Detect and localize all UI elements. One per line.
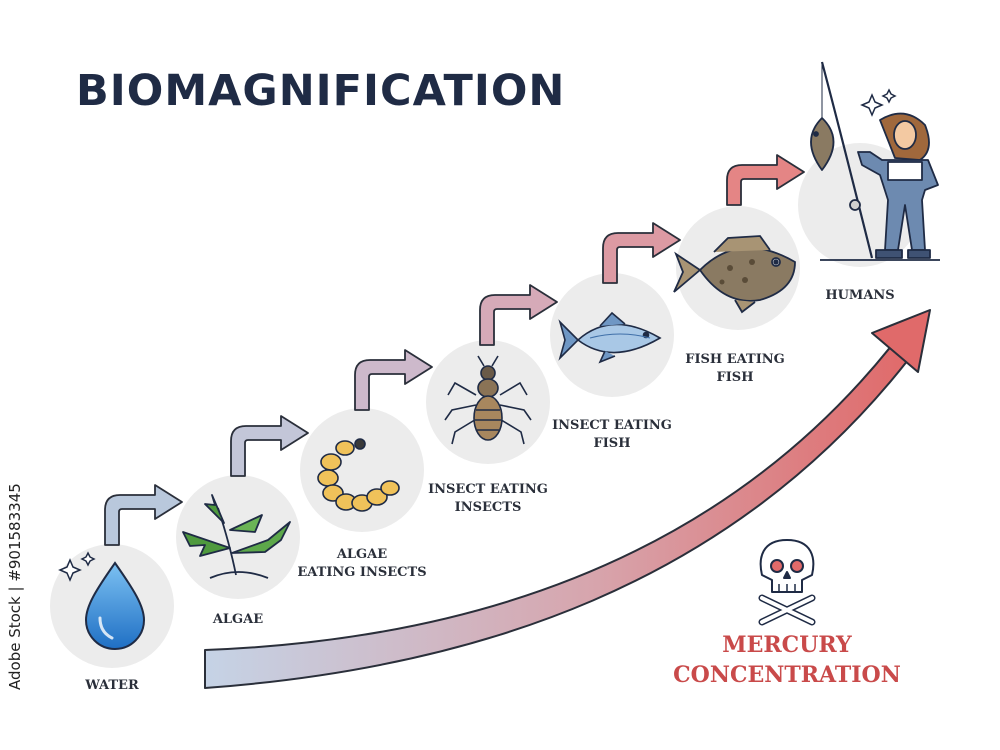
- stage-label-line: ALGAE: [212, 612, 264, 627]
- human-fisher-icon: [810, 61, 940, 261]
- stage-label-line: FISH: [593, 436, 631, 451]
- larva-icon: [317, 438, 400, 512]
- step-arrow-6: [726, 154, 805, 206]
- stage-label-algae-eating-insects: ALGAE EATING INSECTS: [297, 546, 427, 582]
- step-arrow-2: [230, 415, 309, 477]
- big-fish-icon: [673, 235, 796, 314]
- small-fish-icon: [558, 311, 662, 364]
- water-drop-icon: [84, 561, 146, 650]
- step-arrow-4: [479, 284, 558, 346]
- insect-icon: [444, 355, 532, 445]
- stage-label-line: FISH EATING: [685, 352, 785, 367]
- mercury-concentration-label: MERCURY CONCENTRATION: [672, 630, 902, 690]
- stage-label-line: INSECT EATING: [552, 418, 672, 433]
- stage-label-algae: ALGAE: [188, 611, 288, 629]
- mercury-label-line: MERCURY: [722, 632, 852, 658]
- stage-label-line: INSECTS: [454, 500, 522, 515]
- page-title: BIOMAGNIFICATION: [76, 66, 566, 116]
- concentration-arrow: [204, 309, 931, 689]
- circle-algae-eating-insects: [300, 408, 424, 532]
- mercury-label-line: CONCENTRATION: [673, 662, 901, 688]
- stage-label-fish-eating-fish: FISH EATING FISH: [670, 351, 800, 387]
- stage-label-line: EATING INSECTS: [297, 565, 427, 580]
- stage-label-humans: HUMANS: [810, 287, 910, 305]
- sparkle-icon: [58, 551, 96, 582]
- algae-icon: [182, 494, 291, 579]
- stage-label-water: WATER: [62, 677, 162, 695]
- step-arrow-3: [354, 349, 433, 411]
- stage-label-insect-eating-insects: INSECT EATING INSECTS: [423, 481, 553, 517]
- step-arrow-1: [104, 484, 183, 546]
- step-arrows: [104, 154, 805, 546]
- stage-label-insect-eating-fish: INSECT EATING FISH: [547, 417, 677, 453]
- stage-label-line: INSECT EATING: [428, 482, 548, 497]
- stage-label-line: FISH: [716, 370, 754, 385]
- stock-id: Adobe Stock | #901583345: [6, 483, 24, 690]
- stage-label-line: HUMANS: [825, 288, 895, 303]
- stage-label-line: WATER: [85, 678, 139, 693]
- step-arrow-5: [602, 222, 681, 284]
- skull-crossbones-icon: [758, 539, 816, 626]
- sparkle-icon: [860, 88, 897, 117]
- stage-label-line: ALGAE: [336, 547, 388, 562]
